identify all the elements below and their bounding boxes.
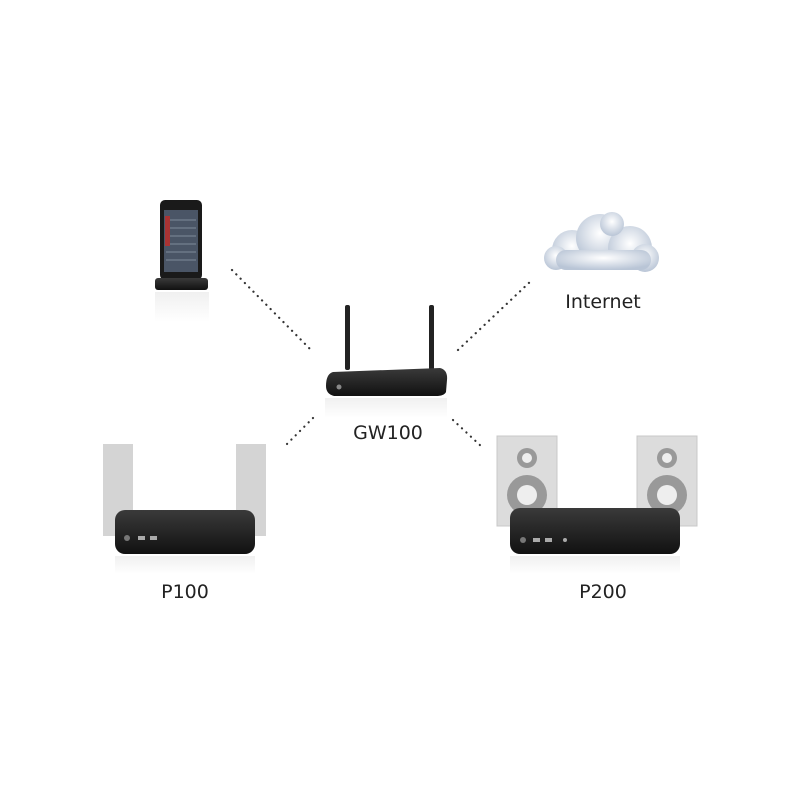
- gw100-label: GW100: [353, 422, 423, 444]
- router-gw100-icon: [325, 305, 448, 418]
- link-gateway-internet: [456, 278, 534, 352]
- link-gateway-p200: [451, 418, 484, 449]
- link-gateway-p100: [283, 416, 315, 448]
- smartphone-dock-icon: [155, 200, 209, 322]
- internet-cloud-icon: [544, 212, 659, 272]
- internet-label: Internet: [565, 291, 641, 313]
- player-p100-icon: [103, 444, 266, 574]
- p200-label: P200: [579, 581, 627, 603]
- link-phone-gateway: [230, 268, 315, 354]
- player-p200-icon: [496, 435, 698, 574]
- p100-label: P100: [161, 581, 209, 603]
